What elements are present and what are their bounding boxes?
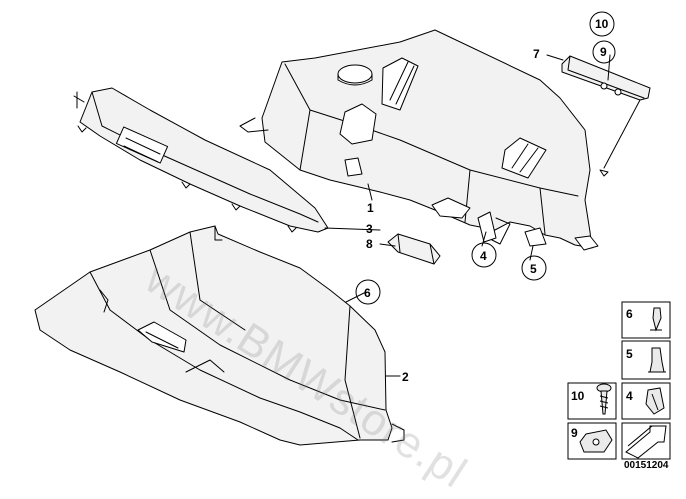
callout-10: 10	[595, 17, 609, 31]
glovebox-lid	[34, 225, 405, 446]
parts-diagram: 1 2 3 8 4 5 6 7 9 10	[34, 11, 671, 460]
callout-7: 7	[533, 47, 540, 61]
callout-2: 2	[402, 370, 409, 384]
reference-number: 00151204	[624, 460, 669, 471]
callout-1: 1	[367, 201, 374, 215]
clip-part-8	[387, 233, 441, 265]
damper-rod	[561, 55, 651, 177]
legend-6: 6	[626, 307, 633, 321]
glovebox-housing	[239, 29, 599, 251]
pin-icon	[652, 307, 662, 332]
callout-circles	[355, 11, 616, 305]
callout-9: 9	[600, 45, 607, 59]
callout-6: 6	[364, 286, 371, 300]
callout-5: 5	[530, 262, 537, 276]
legend-9: 9	[571, 426, 578, 440]
callout-4: 4	[480, 249, 487, 263]
callout-8: 8	[366, 237, 373, 251]
legend-10: 10	[571, 389, 585, 403]
legend-5: 5	[626, 347, 633, 361]
callout-3: 3	[366, 222, 373, 236]
leader-lines	[324, 54, 611, 377]
parts-legend: 6 5 10 4 9	[567, 301, 671, 460]
legend-4: 4	[626, 389, 633, 403]
arrow-icon	[625, 425, 667, 459]
